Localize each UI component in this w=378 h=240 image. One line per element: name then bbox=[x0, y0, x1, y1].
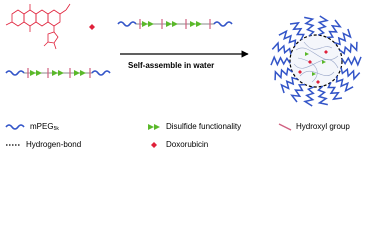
legend-hydroxyl-swatch bbox=[278, 123, 292, 131]
legend-dox-text: Doxorubicin bbox=[166, 140, 209, 149]
peg-corona-strand bbox=[289, 21, 305, 41]
peg-corona-strand bbox=[317, 15, 329, 36]
peg-corona-strand bbox=[304, 16, 315, 37]
peg-corona-strand bbox=[326, 19, 342, 39]
legend-dox-swatch bbox=[151, 142, 157, 148]
self-assembly-label: Self-assemble in water bbox=[128, 61, 215, 70]
peg-corona-strand bbox=[280, 76, 298, 94]
doxorubicin-structure bbox=[5, 3, 71, 50]
peg-corona-strand bbox=[335, 75, 354, 93]
peg-corona-strand bbox=[270, 55, 291, 67]
micelle bbox=[270, 15, 362, 107]
top-polymer-chain bbox=[117, 19, 233, 29]
peg-corona-strand bbox=[340, 67, 361, 81]
scheme-diagram bbox=[5, 3, 362, 148]
legend-disulfide-text: Disulfide functionality bbox=[166, 122, 242, 131]
peg-corona-strand bbox=[290, 83, 306, 103]
peg-corona-strand bbox=[327, 81, 343, 101]
peg-corona-strand bbox=[317, 85, 328, 106]
peg-corona-strand bbox=[341, 55, 362, 67]
peg-corona-strand bbox=[278, 29, 297, 47]
peg-corona-strand bbox=[303, 86, 315, 107]
legend-disulfide-swatch bbox=[148, 124, 160, 130]
legend-peg-swatch bbox=[5, 124, 25, 130]
legend-hydroxyl-text: Hydroxyl group bbox=[296, 122, 350, 131]
legend-hbond-text: Hydrogen-bond bbox=[26, 140, 82, 149]
legend-peg-text: mPEG5k bbox=[30, 122, 59, 132]
dox-marker bbox=[89, 24, 95, 30]
peg-corona-strand bbox=[271, 41, 292, 55]
peg-corona-strand bbox=[274, 67, 293, 81]
left-polymer-chain bbox=[5, 68, 111, 78]
peg-corona-strand bbox=[339, 41, 358, 55]
peg-corona-strand bbox=[334, 28, 352, 46]
